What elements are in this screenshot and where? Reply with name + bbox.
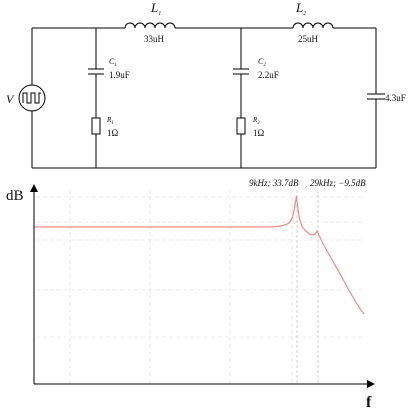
bode-plot: dB f 9kHz; 33.7dB 29kHz; −9.5dB — [6, 178, 375, 411]
notch-annotation-29khz: 29kHz; −9.5dB — [310, 178, 366, 188]
inductor-l2 — [292, 22, 334, 29]
resistor-r2-label: R2 — [252, 116, 260, 126]
capacitor-c1-label: C1 — [109, 57, 117, 68]
source-label: V — [6, 92, 15, 106]
inductor-l1-label: L1 — [150, 0, 161, 17]
plot-grid — [36, 190, 364, 384]
inductor-l2-value: 25uH — [298, 34, 319, 44]
magnitude-response-curve — [34, 195, 365, 315]
capacitor-c1-value: 1.9uF — [109, 70, 130, 80]
resistor-r1-label: R1 — [106, 116, 114, 126]
y-axis-label: dB — [6, 188, 24, 204]
circuit-schematic — [18, 22, 385, 169]
inductor-l2-label: L2 — [295, 0, 306, 17]
circuit-labels: V L1 33uH L2 25uH C1 1.9uF R1 1Ω C2 2.2u… — [6, 0, 406, 138]
resistor-r2-value: 1Ω — [253, 128, 265, 138]
resistor-r2 — [236, 117, 246, 135]
voltage-source-circle — [18, 84, 46, 112]
resistor-r1-value: 1Ω — [107, 128, 119, 138]
peak-annotation-9khz: 9kHz; 33.7dB — [249, 178, 299, 188]
x-axis-label: f — [366, 394, 372, 411]
inductor-l1-value: 33uH — [144, 34, 165, 44]
resistor-r1 — [91, 117, 101, 135]
inductor-l1 — [124, 22, 176, 29]
capacitor-c2-value: 2.2uF — [258, 70, 279, 80]
capacitor-c2-label: C2 — [258, 57, 266, 68]
load-capacitor-value: 4.3uF — [385, 93, 406, 103]
square-wave-source-icon — [22, 92, 41, 104]
